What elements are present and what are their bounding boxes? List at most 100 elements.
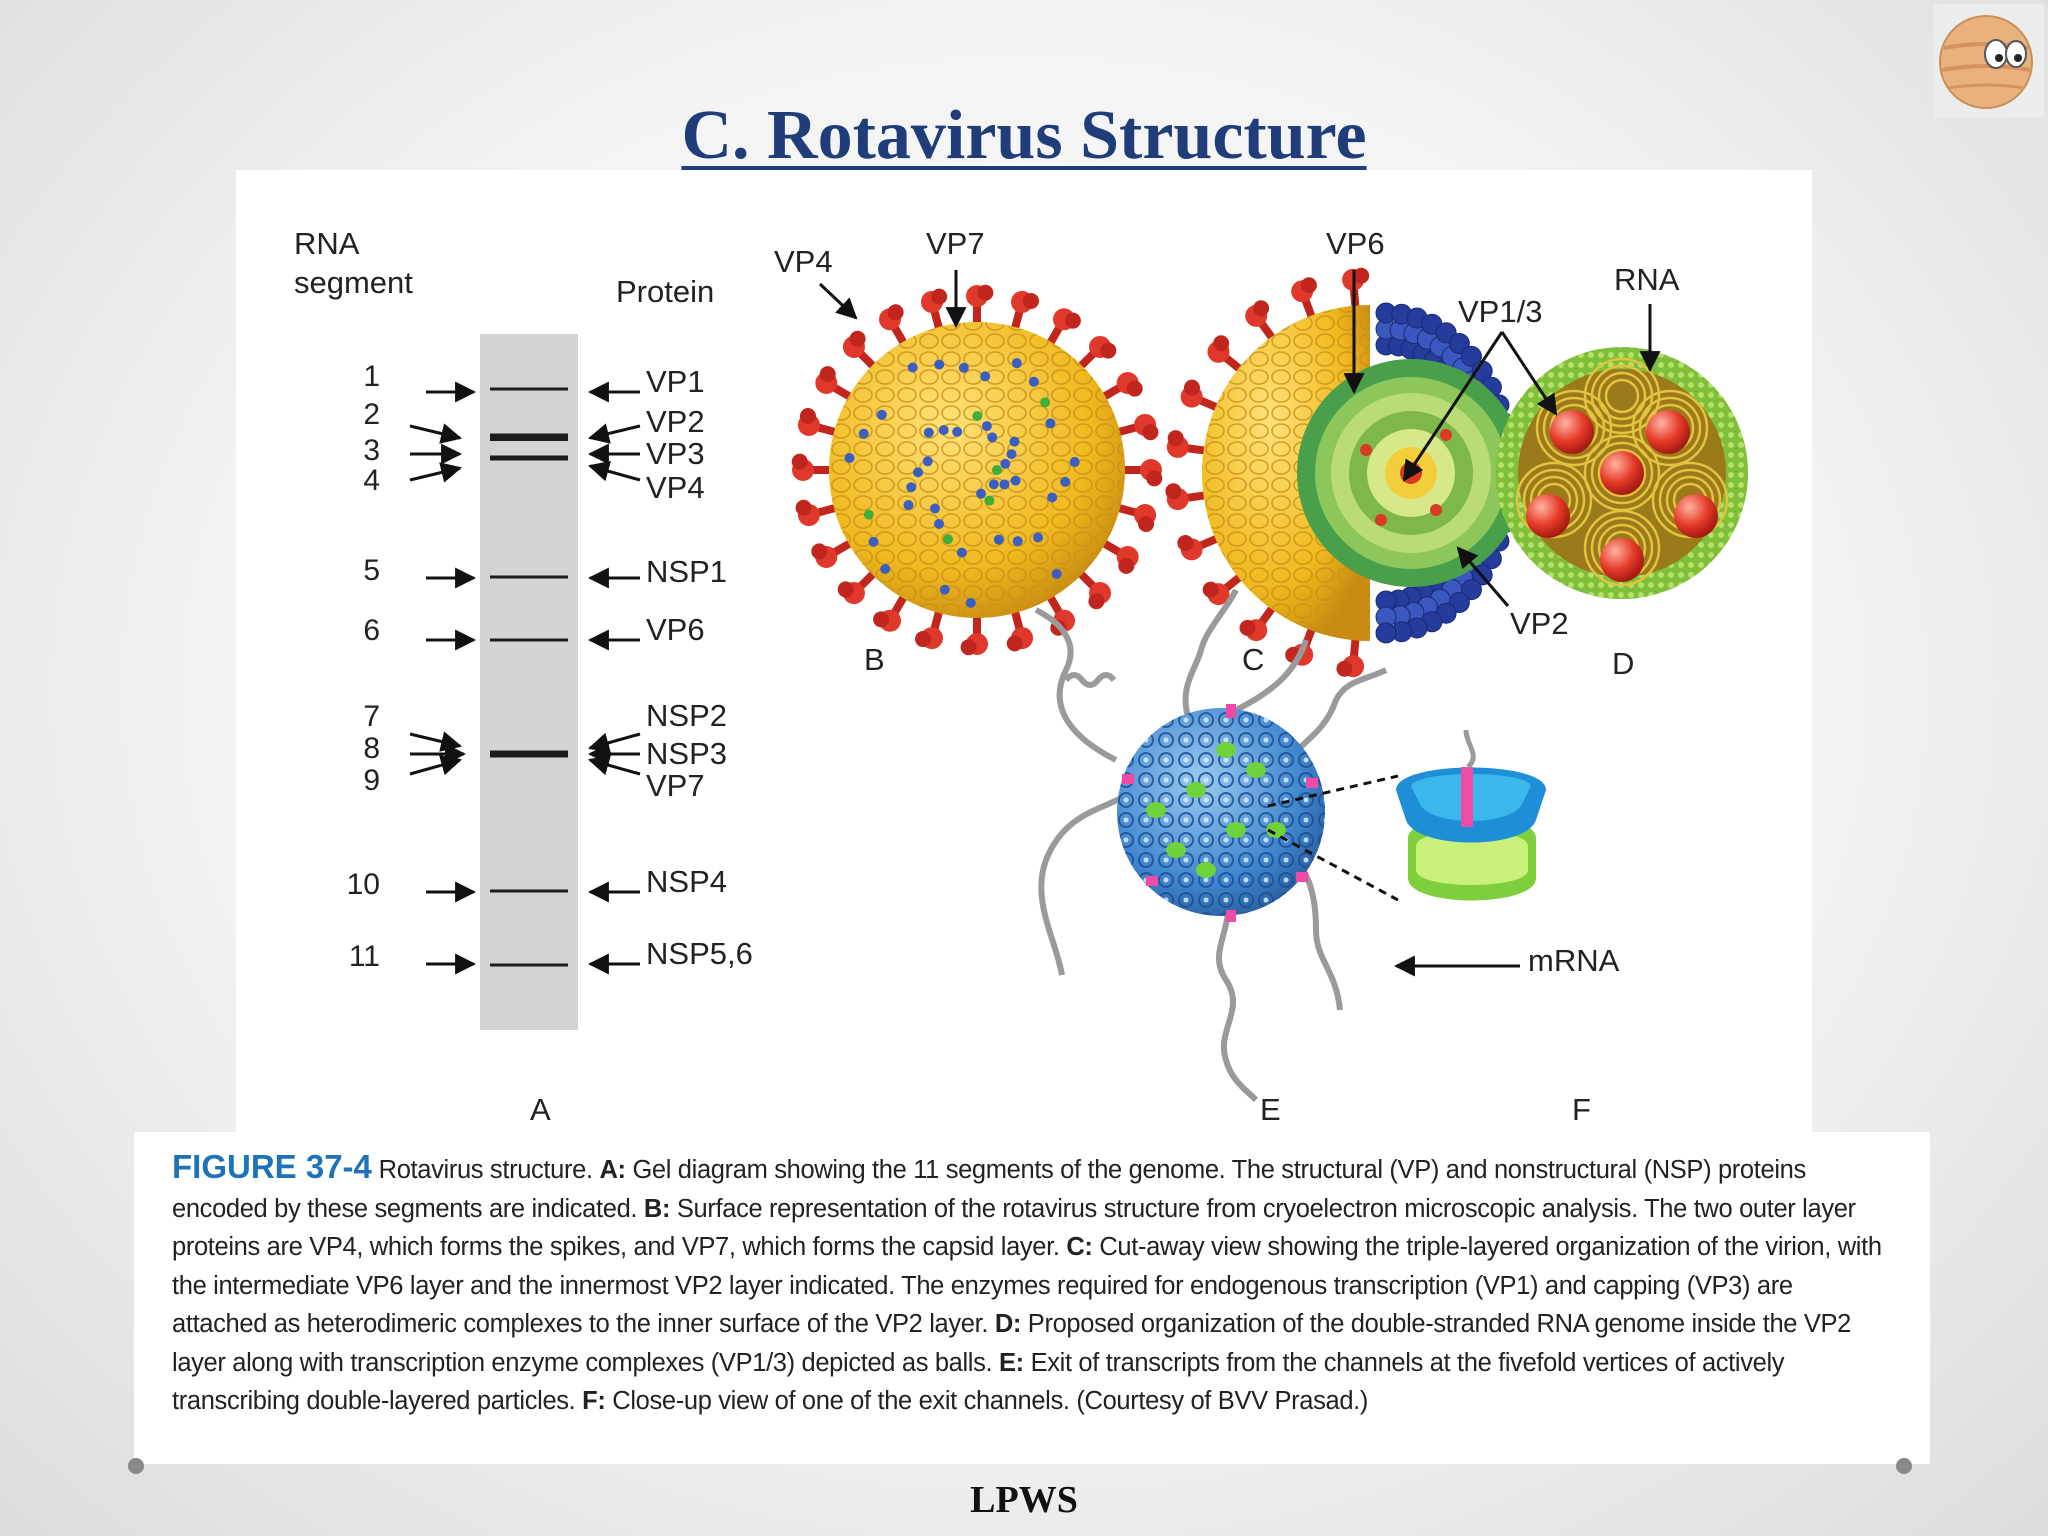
capsid-pore <box>972 411 983 422</box>
caption-a-label: A: <box>599 1156 626 1184</box>
capsid-pore <box>934 518 945 529</box>
capsid-pore <box>1010 475 1021 486</box>
capsid-pore <box>923 427 934 438</box>
caption-e-label: E: <box>999 1348 1024 1377</box>
gel-protein-label: VP4 <box>646 470 705 505</box>
capsid-pore <box>942 534 953 545</box>
vp4-spike-lobe <box>849 330 866 347</box>
capsid-pore <box>956 547 967 558</box>
panel-letter-c: C <box>1242 642 1264 677</box>
gel-protein-label: VP3 <box>646 436 705 471</box>
capsid-pore <box>934 359 945 370</box>
gel-protein-label: NSP1 <box>646 554 727 589</box>
gel-protein-label: NSP2 <box>646 698 727 733</box>
label-vp2: VP2 <box>1510 606 1569 641</box>
vp6-bead <box>1460 579 1482 601</box>
figure-caption: FIGURE 37-4 Rotavirus structure. A: Gel … <box>134 1132 1930 1464</box>
label-vp7: VP7 <box>926 226 985 261</box>
panel-letter-b: B <box>864 642 885 677</box>
gel-segment-label: 11 <box>349 940 380 973</box>
vp4-spike-lobe <box>811 543 828 560</box>
capsid-pore <box>876 409 887 420</box>
capsid-pore <box>980 371 991 382</box>
gel-segment-label: 9 <box>363 764 380 797</box>
gel-segment-label: 7 <box>363 700 380 733</box>
capsid-pore <box>984 495 995 506</box>
capsid-pore <box>999 479 1010 490</box>
gel-arrow <box>587 754 641 776</box>
gel-header-protein: Protein <box>616 274 714 309</box>
vp4-spike-lobe <box>1142 424 1159 441</box>
vp4-spike-lobe <box>791 453 808 470</box>
figure-label: FIGURE 37-4 <box>172 1148 372 1185</box>
capsid-pore <box>907 362 918 373</box>
caption-a-text: Gel diagram showing the 11 segments of t… <box>172 1156 1806 1223</box>
rna-organization <box>1496 347 1748 599</box>
vp4-spike-lobe <box>1336 660 1353 677</box>
gel-arrows <box>409 381 641 975</box>
gel-band <box>490 750 568 758</box>
green-patch <box>1186 782 1206 798</box>
gel-protein-label: VP6 <box>646 612 705 647</box>
surface-virion <box>791 284 1163 656</box>
vp4-spike-lobe <box>1088 593 1105 610</box>
gel-arrow <box>587 732 641 754</box>
vp4-spike-lobe <box>1183 379 1200 396</box>
gel-segment-label: 6 <box>363 614 380 647</box>
vp4-spike-lobe <box>887 304 904 321</box>
particle-labels: VP4 VP7 VP6 RNA VP1/3 VP2 mRNA <box>774 226 1680 978</box>
capsid-pore <box>903 500 914 511</box>
panel-letter-d: D <box>1612 646 1634 681</box>
capsid-pore <box>987 432 998 443</box>
capsid-pore <box>1011 358 1022 369</box>
dsrna-coil <box>1583 509 1661 587</box>
vp4-spike-lobe <box>1239 619 1256 636</box>
capsid-pore <box>844 453 855 464</box>
capsid-pore <box>958 362 969 373</box>
vp13-complex-balls <box>1526 410 1718 582</box>
gel-protein-label: NSP3 <box>646 736 727 771</box>
capsid-pore <box>1006 449 1017 460</box>
capsid-pore <box>880 563 891 574</box>
gel-segment-label: 3 <box>363 434 380 467</box>
gel-arrow <box>587 423 641 444</box>
dsrna-coil <box>1597 371 1647 421</box>
corner-dot-left <box>128 1458 144 1474</box>
vp4-spike-lobe <box>1167 430 1184 447</box>
dsrna-coil <box>1535 389 1613 467</box>
corner-dot-right <box>1896 1458 1912 1474</box>
capsid-pore <box>863 509 874 520</box>
vp4-spike-lobe <box>931 288 948 305</box>
green-patch <box>1246 762 1266 778</box>
label-vp4: VP4 <box>774 244 833 279</box>
vp4-spike-lobe <box>1165 483 1182 500</box>
vp4-spike-lobe <box>1177 534 1194 551</box>
vp13-ball <box>1674 494 1718 538</box>
dsrna-coil <box>1590 441 1654 505</box>
vp4-spike-lobe <box>1300 277 1317 294</box>
gel-band <box>490 387 568 391</box>
caption-e-text: Exit of transcripts from the channels at… <box>172 1348 1785 1416</box>
capsid-pore <box>965 597 976 608</box>
caption-intro: Rotavirus structure. <box>378 1156 593 1184</box>
capsid-pores <box>844 358 1080 608</box>
capsid-pore <box>1000 458 1011 469</box>
capsid-pore <box>988 479 999 490</box>
caption-c-text: Cut-away view showing the triple-layered… <box>172 1233 1882 1338</box>
vp4-spike-lobe <box>1213 335 1230 352</box>
vp4-spike-lobe <box>795 499 812 516</box>
gel-arrow <box>587 460 641 482</box>
caption-text: FIGURE 37-4 Rotavirus structure. A: Gel … <box>172 1148 1894 1421</box>
vp4-spike-lobe <box>799 408 816 425</box>
vp13-ball <box>1600 538 1644 582</box>
vp4-spike-lobe <box>1138 515 1155 532</box>
vp4-spike-lobe <box>837 581 854 598</box>
capsid-pore <box>976 488 987 499</box>
gel-lane <box>480 334 578 1030</box>
gel-band <box>490 575 568 579</box>
vp13-ball <box>1600 451 1644 495</box>
vp13-ball <box>1646 410 1690 454</box>
vp13-ball <box>1526 494 1570 538</box>
